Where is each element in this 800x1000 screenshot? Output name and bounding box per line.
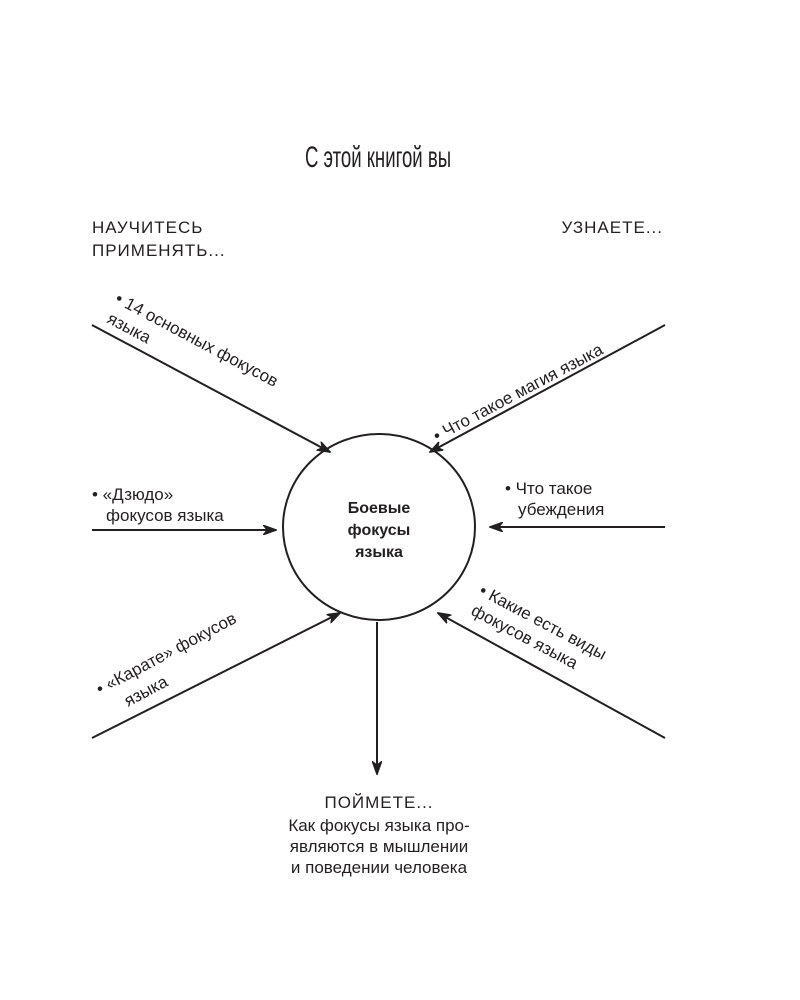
arrow-bottom-left — [91, 613, 340, 739]
find-out-item-2-line1: • Что такое — [505, 479, 592, 498]
page-title: С этой книгой вы — [305, 141, 451, 175]
header-understand: ПОЙМЕТЕ... — [324, 793, 433, 812]
center-line2: фокусы — [348, 522, 411, 539]
understand-line3: и поведении человека — [291, 858, 468, 877]
understand-line2: являются в мышлении — [290, 837, 468, 856]
header-find-out: УЗНАЕТЕ... — [561, 218, 663, 237]
arrow-top-left — [91, 324, 330, 452]
center-line3: языка — [354, 544, 403, 561]
apply-item-2-line1: • «Дзюдо» — [92, 485, 173, 504]
find-out-item-2-line2: убеждения — [518, 500, 604, 519]
arrow-bottom-right — [438, 613, 666, 739]
arrow-top-right — [430, 324, 666, 452]
center-line1: Боевые — [348, 500, 411, 517]
header-learn-line2: ПРИМЕНЯТЬ... — [92, 241, 226, 260]
understand-line1: Как фокусы языка про- — [288, 816, 469, 835]
apply-item-2-line2: фокусов языка — [106, 506, 224, 525]
find-out-item-1: • Что такое магия языка — [430, 340, 607, 446]
header-learn-line1: НАУЧИТЕСЬ — [92, 218, 203, 237]
center-circle — [282, 433, 476, 621]
